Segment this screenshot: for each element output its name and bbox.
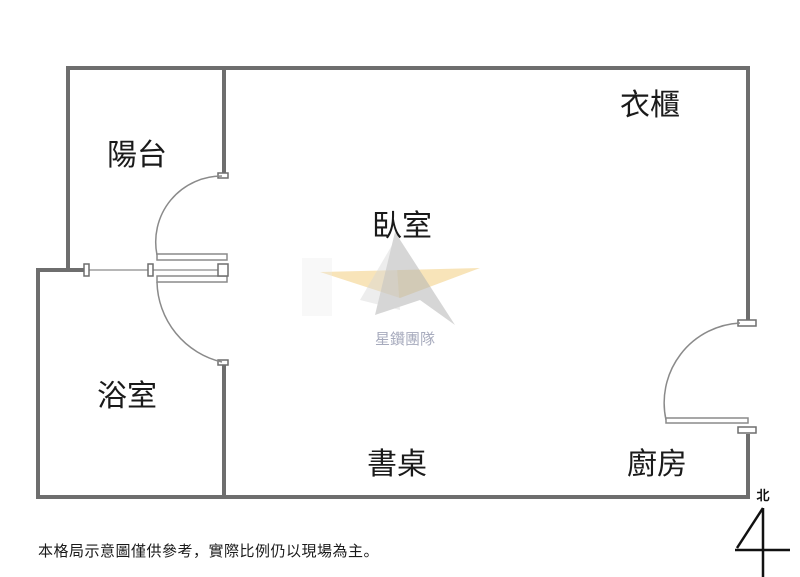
room-label-desk: 書桌: [367, 447, 427, 482]
kitchen-door: [663, 319, 757, 434]
room-label-balcony: 陽台: [107, 138, 167, 173]
watermark-text: 星鑽團隊: [375, 330, 435, 348]
north-compass: 北: [735, 489, 790, 577]
compass-label: 北: [756, 489, 769, 504]
room-label-bedroom: 臥室: [372, 209, 432, 244]
disclaimer-note: 本格局示意圖僅供參考，實際比例仍以現場為主。: [38, 542, 380, 560]
bathroom-door: [156, 275, 229, 366]
watermark-logo: 星鑽團隊: [302, 232, 480, 348]
partition-track: [83, 263, 229, 277]
walls: [36, 66, 750, 499]
room-label-kitchen: 廚房: [627, 447, 687, 482]
room-label-wardrobe: 衣櫃: [620, 88, 680, 123]
balcony-door: [154, 172, 229, 261]
room-label-bathroom: 浴室: [97, 379, 157, 414]
